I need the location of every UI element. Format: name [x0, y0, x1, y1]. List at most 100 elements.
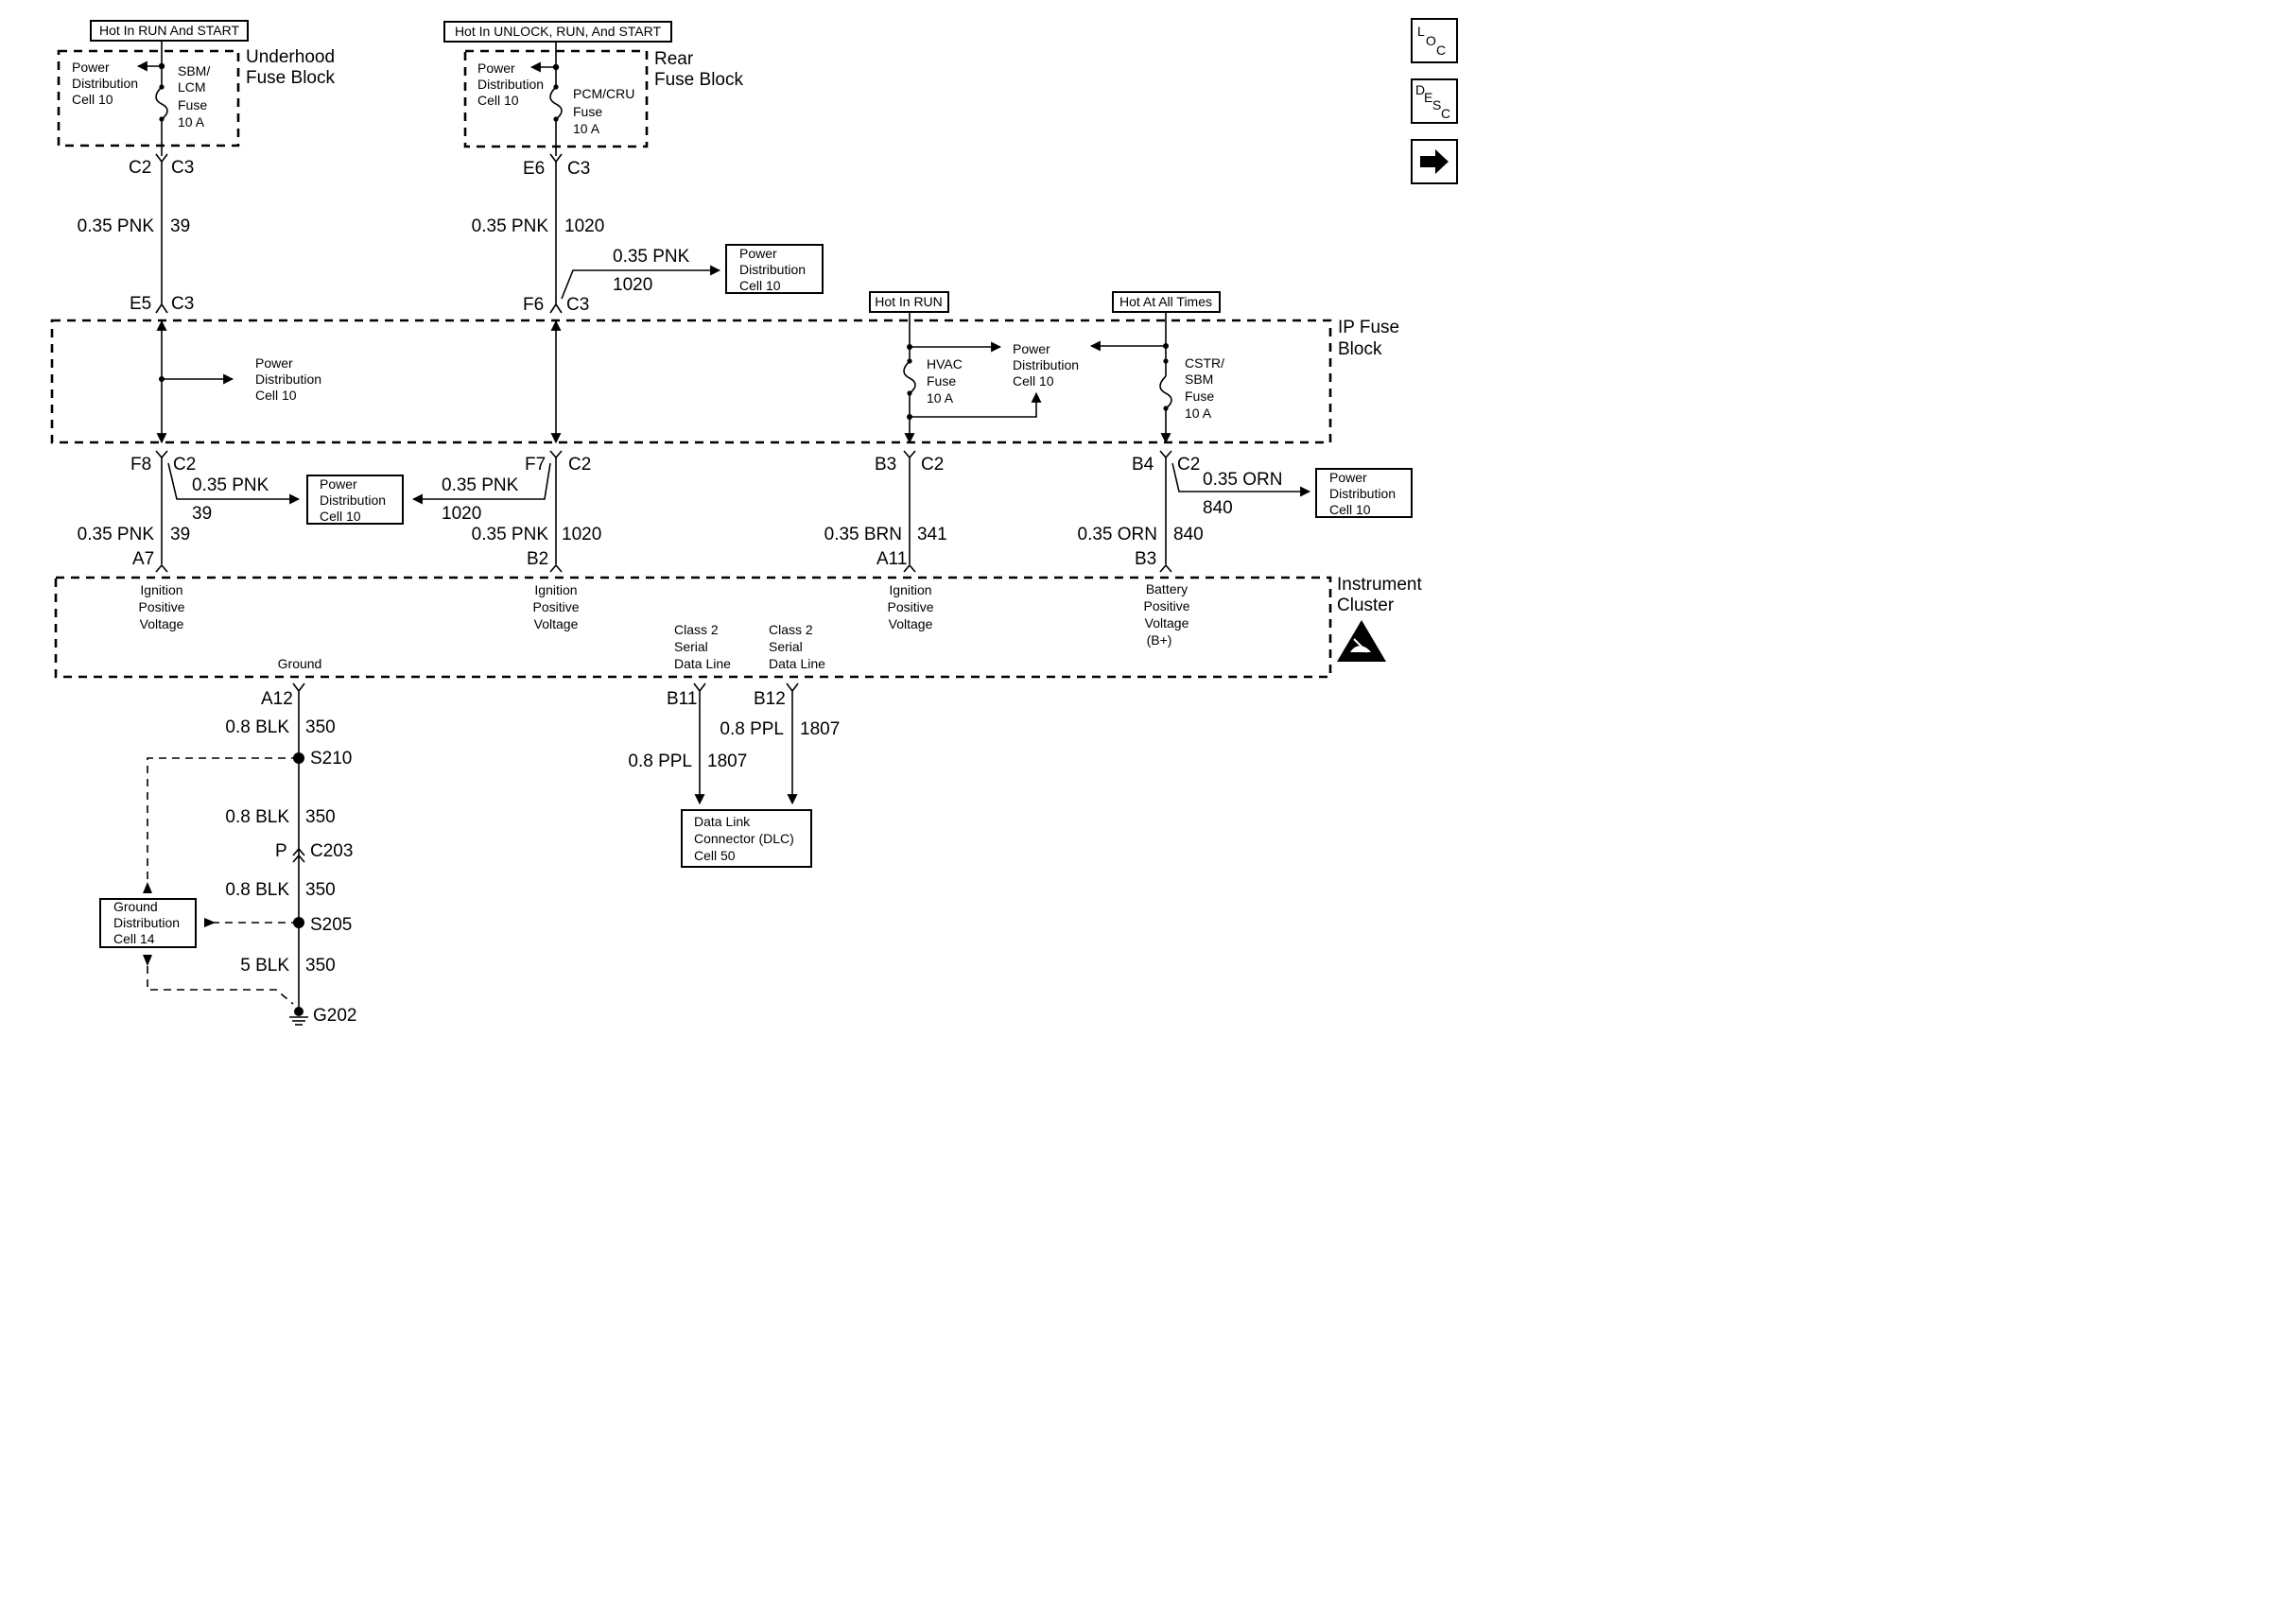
svg-text:Connector (DLC): Connector (DLC)	[694, 831, 794, 846]
wire-num-label: 1020	[442, 504, 481, 524]
conn-b2: B2	[527, 549, 548, 569]
svg-text:Distribution: Distribution	[72, 76, 138, 91]
hot-in-unlock-run-start-label: Hot In UNLOCK, RUN, And START	[443, 21, 672, 43]
svg-text:Distribution: Distribution	[1013, 357, 1079, 372]
svg-text:LCM: LCM	[178, 79, 206, 95]
wire-size-label: 0.35 PNK	[472, 525, 549, 544]
wire-size-label: 0.35 ORN	[1078, 525, 1157, 544]
svg-text:Ignition: Ignition	[534, 582, 577, 597]
svg-text:Hot In RUN And START: Hot In RUN And START	[99, 23, 240, 38]
svg-text:Power: Power	[477, 60, 515, 76]
svg-text:Cell 10: Cell 10	[1329, 502, 1371, 517]
ip-fuse-block: IP Fuse Block Power Distribution Cell 10…	[50, 312, 1399, 444]
arrow-right-icon	[1420, 149, 1449, 174]
wire-size-label: 0.35 PNK	[613, 247, 690, 267]
conn-c2-c: C2	[921, 455, 944, 475]
svg-text:Hot In RUN: Hot In RUN	[875, 294, 943, 309]
splice-s210: S210	[310, 749, 352, 769]
svg-text:10 A: 10 A	[178, 114, 205, 130]
svg-text:Fuse: Fuse	[573, 104, 602, 119]
svg-text:Power: Power	[320, 476, 357, 492]
svg-text:HVAC: HVAC	[927, 356, 963, 371]
svg-text:C: C	[1441, 106, 1450, 121]
conn-f8: F8	[130, 455, 151, 475]
wire-size-label: 0.35 PNK	[78, 525, 155, 544]
svg-text:Cluster: Cluster	[1337, 596, 1395, 615]
wire-num-label: 39	[192, 504, 212, 524]
conn-a7: A7	[132, 549, 154, 569]
wire-num-label: 1807	[800, 719, 840, 739]
wire-1020	[411, 153, 721, 573]
wire-size-label: 0.35 ORN	[1203, 470, 1282, 490]
wire-size-label: 5 BLK	[240, 956, 289, 976]
svg-text:IP Fuse: IP Fuse	[1338, 318, 1399, 337]
svg-text:O: O	[1426, 33, 1436, 48]
wire-num-label: 341	[917, 525, 947, 544]
hvac-fuse-label: HVAC Fuse 10 A	[927, 356, 963, 406]
next-page-button[interactable]	[1411, 139, 1458, 184]
wire-size-label: 0.35 BRN	[824, 525, 902, 544]
wire-num-label: 39	[170, 216, 190, 236]
hot-in-run-start-label: Hot In RUN And START	[90, 20, 249, 42]
wire-num-label: 1020	[564, 216, 604, 236]
svg-text:Power: Power	[1013, 341, 1050, 356]
conn-p: P	[275, 841, 287, 861]
svg-text:Cell 10: Cell 10	[1013, 373, 1054, 389]
svg-text:Distribution: Distribution	[477, 77, 544, 92]
ignition-positive-voltage-pin: Ignition Positive Voltage	[532, 582, 579, 631]
svg-text:Cell 10: Cell 10	[739, 278, 781, 293]
svg-text:Voltage: Voltage	[1145, 615, 1189, 631]
svg-text:Ground: Ground	[113, 899, 158, 914]
conn-e5: E5	[130, 294, 151, 314]
conn-b12: B12	[754, 689, 786, 709]
wire-size-label: 0.35 PNK	[78, 216, 155, 236]
conn-a11: A11	[876, 549, 907, 569]
svg-text:Positive: Positive	[887, 599, 933, 614]
svg-text:Data Line: Data Line	[674, 656, 731, 671]
wire-num-label: 39	[170, 525, 190, 544]
svg-text:Block: Block	[1338, 339, 1382, 359]
ground-pin-label: Ground	[278, 656, 322, 671]
wire-size-label: 0.8 BLK	[225, 807, 289, 827]
desc-button[interactable]: D E S C	[1411, 78, 1458, 124]
svg-text:CSTR/: CSTR/	[1185, 355, 1224, 371]
hot-in-run-label: Hot In RUN	[869, 291, 949, 313]
svg-text:Positive: Positive	[1143, 598, 1189, 613]
splice-s205: S205	[310, 915, 352, 935]
sbm-lcm-fuse-label: SBM/ LCM Fuse 10 A	[178, 63, 210, 130]
loc-button[interactable]: L O C	[1411, 18, 1458, 63]
svg-text:Class 2: Class 2	[769, 622, 813, 637]
svg-text:10 A: 10 A	[573, 121, 600, 136]
svg-text:Cell 10: Cell 10	[255, 388, 297, 403]
svg-text:Data Link: Data Link	[694, 814, 751, 829]
conn-a12: A12	[261, 689, 293, 709]
svg-text:Hot In UNLOCK, RUN, And START: Hot In UNLOCK, RUN, And START	[455, 24, 662, 39]
wiring-diagram: Hot In RUN And START Hot In UNLOCK, RUN,…	[50, 18, 1458, 1026]
conn-c2-d: C2	[1177, 455, 1200, 475]
wire-num-label: 1020	[562, 525, 601, 544]
svg-text:Voltage: Voltage	[889, 616, 933, 631]
underhood-fuse-block: Underhood Fuse Block Power Distribution …	[57, 41, 335, 156]
svg-text:Power: Power	[255, 355, 293, 371]
battery-positive-voltage-pin: Battery Positive Voltage (B+)	[1143, 581, 1189, 648]
svg-text:Distribution: Distribution	[255, 371, 321, 387]
data-line-1807	[693, 682, 799, 805]
wire-size-label: 0.35 PNK	[192, 475, 269, 495]
svg-text:Battery: Battery	[1146, 581, 1188, 596]
wire-size-label: 0.35 PNK	[442, 475, 519, 495]
wire-size-label: 0.8 BLK	[225, 880, 289, 900]
wire-size-label: 0.8 PPL	[720, 719, 784, 739]
wire-size-label: 0.8 BLK	[225, 717, 289, 737]
svg-text:Power: Power	[1329, 470, 1367, 485]
rear-fuse-block: Rear Fuse Block Power Distribution Cell …	[463, 42, 743, 156]
data-link-connector-box: Data Link Connector (DLC) Cell 50	[681, 809, 812, 868]
svg-text:Ignition: Ignition	[140, 582, 182, 597]
conn-c2-b: C2	[568, 455, 591, 475]
svg-text:(B+): (B+)	[1147, 632, 1172, 648]
instrument-cluster: Instrument Cluster Ignition Positive Vol…	[54, 575, 1422, 679]
conn-e6: E6	[523, 159, 545, 179]
wire-num-label: 350	[305, 956, 336, 976]
wire-size-label: 0.8 PPL	[628, 752, 692, 771]
conn-b4: B4	[1132, 455, 1154, 475]
ignition-positive-voltage-pin: Ignition Positive Voltage	[887, 582, 933, 631]
